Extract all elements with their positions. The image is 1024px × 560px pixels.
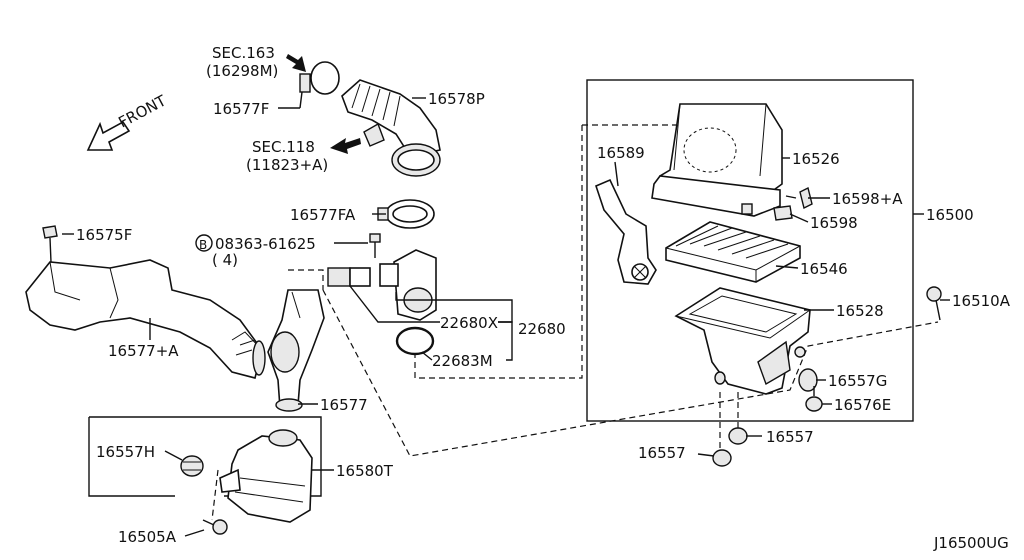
label-16580T: 16580T xyxy=(336,462,394,480)
bolt-16575F xyxy=(42,225,58,263)
diagram-code: J16500UG xyxy=(933,534,1009,552)
air-cleaner-assembly-box xyxy=(586,79,914,422)
o-ring-22683M xyxy=(395,326,435,356)
clamp-16577FA xyxy=(377,199,435,229)
clamp-16577F xyxy=(299,61,340,95)
grommet-16557-upper xyxy=(728,427,748,445)
arrow-sec118 xyxy=(330,138,361,154)
clip-16598 xyxy=(773,205,793,221)
label-16598: 16598 xyxy=(810,214,858,232)
label-16510A: 16510A xyxy=(952,292,1011,310)
filter-element-16546 xyxy=(665,221,801,283)
hose-16577 xyxy=(267,289,325,412)
bracket-16589 xyxy=(595,178,657,285)
label-16575F: 16575F xyxy=(76,226,132,244)
label-08363-qty: ( 4) xyxy=(212,251,238,269)
label-sec163-sub: (16298M) xyxy=(206,62,278,80)
label-16577F: 16577F xyxy=(213,100,269,118)
grommet-16557H xyxy=(180,455,204,477)
label-bolt-b: B xyxy=(199,238,207,252)
label-16557H: 16557H xyxy=(96,443,155,461)
label-16598A: 16598+A xyxy=(832,190,903,208)
label-16577FA: 16577FA xyxy=(290,206,356,224)
label-16577: 16577 xyxy=(320,396,368,414)
label-16577A: 16577+A xyxy=(108,342,179,360)
bolt-type-circle-b xyxy=(195,234,213,252)
label-16526: 16526 xyxy=(792,150,840,168)
front-label: FRONT xyxy=(115,91,169,131)
label-16576E: 16576E xyxy=(834,396,891,414)
label-08363-61625: 08363-61625 xyxy=(215,235,316,253)
label-16557-lower: 16557 xyxy=(638,444,686,462)
label-16505A: 16505A xyxy=(118,528,177,546)
label-16500: 16500 xyxy=(926,206,974,224)
label-22680X: 22680X xyxy=(440,314,498,332)
grommet-16557-lower xyxy=(712,449,732,467)
clip-16598A xyxy=(785,186,813,210)
air-cleaner-cover-16526 xyxy=(651,103,783,217)
label-sec163: SEC.163 xyxy=(212,44,275,62)
label-22683M: 22683M xyxy=(432,352,493,370)
label-16546: 16546 xyxy=(800,260,848,278)
mass-air-flow-sensor-22680 xyxy=(327,249,437,321)
resonator-16580T xyxy=(219,429,313,523)
air-cleaner-case-16528 xyxy=(674,287,811,395)
bolt-16510A xyxy=(926,286,942,321)
label-sec118-sub: (11823+A) xyxy=(246,156,328,174)
bolt-16505A xyxy=(202,519,228,535)
bolt-08363-61625 xyxy=(369,233,381,258)
bolt-16576E xyxy=(805,386,823,412)
leader-lines xyxy=(62,91,950,537)
front-direction-arrow: FRONT xyxy=(86,91,170,151)
label-sec118: SEC.118 xyxy=(252,138,315,156)
label-16557G: 16557G xyxy=(828,372,887,390)
part-labels: SEC.163 (16298M) 16577F 16578P SEC.118 (… xyxy=(76,44,1011,552)
label-16578P: 16578P xyxy=(428,90,485,108)
label-22680: 22680 xyxy=(518,320,566,338)
label-16528: 16528 xyxy=(836,302,884,320)
intake-duct-16577A xyxy=(25,259,266,379)
label-16589: 16589 xyxy=(597,144,645,162)
duct-16578P xyxy=(341,79,441,177)
label-16557-upper: 16557 xyxy=(766,428,814,446)
arrow-sec163 xyxy=(286,54,306,72)
